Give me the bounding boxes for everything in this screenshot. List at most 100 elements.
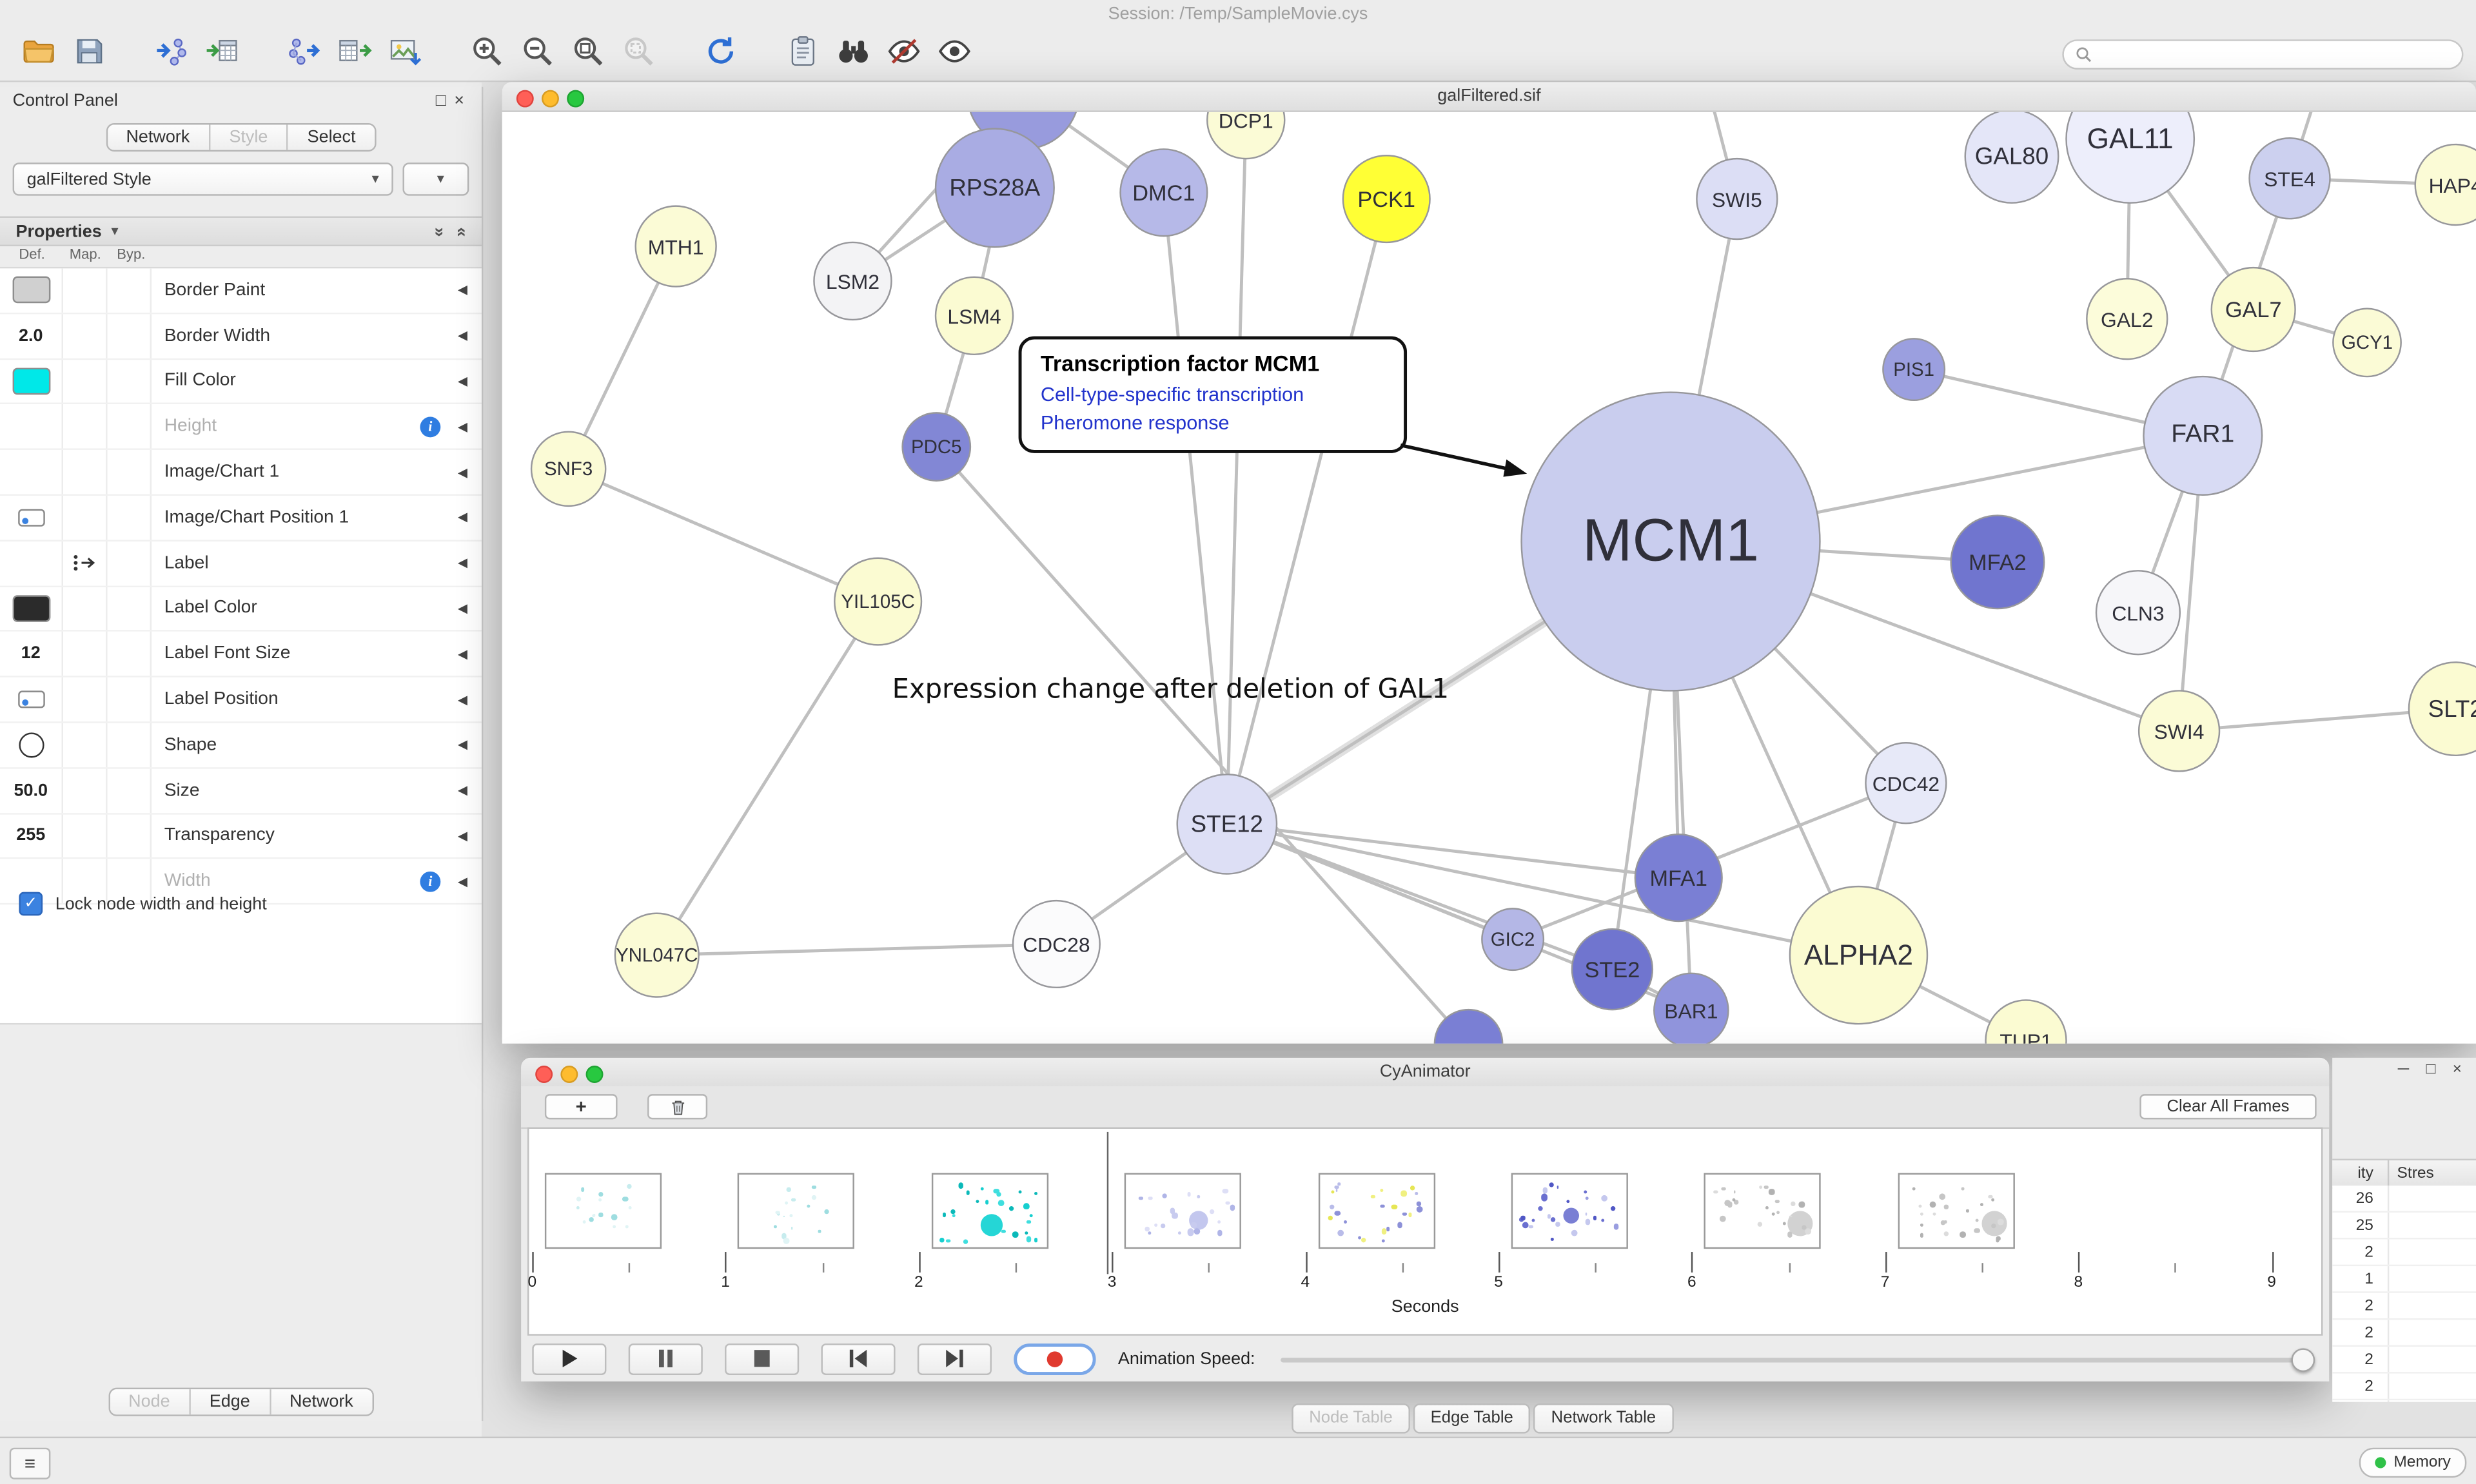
expand-arrow-icon[interactable]: ◀	[457, 647, 467, 661]
mapping-cell[interactable]	[63, 723, 108, 767]
zoom-out-button[interactable]	[511, 32, 562, 77]
default-value-cell[interactable]	[0, 359, 63, 404]
edge[interactable]	[655, 600, 879, 956]
default-value-cell[interactable]	[0, 723, 63, 767]
skip-to-end-button[interactable]	[917, 1342, 992, 1374]
close-panel-icon[interactable]: ×	[454, 92, 473, 111]
node-gcy1[interactable]: GCY1	[2332, 308, 2402, 378]
node-ste12[interactable]: STE12	[1176, 774, 1278, 875]
expand-arrow-icon[interactable]: ◀	[457, 601, 467, 616]
snapshot-button[interactable]	[777, 32, 827, 77]
tab-node-table[interactable]: Node Table	[1292, 1403, 1410, 1434]
import-network-button[interactable]	[145, 32, 195, 77]
default-value-cell[interactable]	[0, 404, 63, 449]
zoom-fit-button[interactable]	[562, 32, 613, 77]
bypass-cell[interactable]	[108, 541, 152, 585]
results-row[interactable]: 2	[2332, 1239, 2476, 1267]
bypass-cell[interactable]	[108, 632, 152, 676]
node-slt2[interactable]: SLT2	[2408, 661, 2476, 757]
tab-node[interactable]: Node	[109, 1389, 191, 1415]
node-gal11[interactable]: GAL11	[2065, 112, 2196, 204]
results-row[interactable]: 2	[2332, 1346, 2476, 1374]
node-pis1[interactable]: PIS1	[1882, 338, 1946, 402]
node-snf3[interactable]: SNF3	[530, 431, 607, 507]
export-network-button[interactable]	[278, 32, 328, 77]
bypass-cell[interactable]	[108, 723, 152, 767]
tab-select[interactable]: Select	[288, 124, 375, 150]
show-graphics-details-button[interactable]	[928, 32, 979, 77]
node-lsm2[interactable]: LSM2	[813, 241, 892, 321]
clear-all-frames-button[interactable]: Clear All Frames	[2139, 1094, 2317, 1120]
edge[interactable]	[935, 445, 1470, 1044]
close-window-icon[interactable]	[516, 89, 534, 107]
panel-menu-button[interactable]: ≡	[9, 1447, 51, 1479]
annotation-link[interactable]: Cell-type-specific transcription	[1040, 384, 1304, 406]
bypass-cell[interactable]	[108, 359, 152, 404]
results-row[interactable]: 2	[2332, 1373, 2476, 1401]
play-button[interactable]	[532, 1342, 607, 1374]
default-value-cell[interactable]	[0, 268, 63, 313]
expand-arrow-icon[interactable]: ◀	[457, 692, 467, 707]
node-dcp1[interactable]: DCP1	[1206, 112, 1286, 160]
frame-thumbnail-5[interactable]	[1511, 1173, 1628, 1249]
node-rps28a[interactable]: RPS28A	[934, 128, 1055, 248]
edge[interactable]	[1225, 120, 1248, 825]
node-ynl047c[interactable]: YNL047C	[614, 912, 700, 998]
frame-thumbnail-3[interactable]	[1125, 1173, 1242, 1249]
expand-arrow-icon[interactable]: ◀	[457, 737, 467, 752]
tab-network[interactable]: Network	[107, 124, 211, 150]
edge[interactable]	[1162, 192, 1229, 825]
mapping-cell[interactable]	[63, 313, 108, 358]
node-alpha2[interactable]: ALPHA2	[1789, 885, 1929, 1025]
node-swi4[interactable]: SWI4	[2137, 690, 2221, 772]
delete-frame-button[interactable]	[647, 1094, 708, 1120]
node-yil105c[interactable]: YIL105C	[834, 557, 923, 646]
results-row[interactable]: 26	[2332, 1186, 2476, 1213]
apply-layout-button[interactable]	[695, 32, 745, 77]
bypass-cell[interactable]	[108, 859, 152, 904]
mapping-cell[interactable]	[63, 632, 108, 676]
properties-section-header[interactable]: Properties ▾ » »	[0, 216, 482, 247]
slider-handle[interactable]	[2291, 1348, 2315, 1372]
animation-speed-slider[interactable]	[1280, 1343, 2315, 1374]
zoom-window-icon[interactable]	[585, 1064, 604, 1082]
bypass-cell[interactable]	[108, 495, 152, 540]
collapse-all-icon[interactable]: »	[451, 226, 471, 237]
style-selector[interactable]: galFiltered Style ▾	[12, 162, 393, 196]
frame-thumbnail-0[interactable]	[544, 1173, 662, 1249]
float-panel-icon[interactable]: □	[435, 92, 455, 111]
property-row-border-paint[interactable]: Border Paint◀	[0, 268, 482, 314]
add-frame-button[interactable]: +	[544, 1094, 618, 1120]
node-bar1[interactable]: BAR1	[1653, 972, 1729, 1044]
node-tup1[interactable]: TUP1	[1985, 999, 2067, 1044]
mapping-cell[interactable]	[63, 495, 108, 540]
node-ste4[interactable]: STE4	[2248, 137, 2331, 220]
save-session-button[interactable]	[63, 32, 113, 77]
results-row[interactable]: 25	[2332, 1212, 2476, 1240]
default-value-cell[interactable]: 255	[0, 814, 63, 858]
node-dmc1[interactable]: DMC1	[1119, 148, 1208, 237]
mapping-cell[interactable]	[63, 268, 108, 313]
mapping-cell[interactable]	[63, 404, 108, 449]
export-image-button[interactable]	[379, 32, 429, 77]
export-table-button[interactable]	[328, 32, 378, 77]
edge[interactable]	[656, 942, 1057, 957]
lock-checkbox[interactable]: ✓	[19, 892, 43, 916]
node-ste2[interactable]: STE2	[1571, 928, 1654, 1011]
bypass-cell[interactable]	[108, 450, 152, 494]
mapping-cell[interactable]	[63, 814, 108, 858]
mapping-cell[interactable]	[63, 450, 108, 494]
open-session-button[interactable]	[13, 32, 63, 77]
tab-network-table[interactable]: Network Table	[1533, 1403, 1674, 1434]
node-mfa2[interactable]: MFA2	[1950, 514, 2045, 610]
node-pdc5[interactable]: PDC5	[901, 412, 972, 482]
import-table-button[interactable]	[196, 32, 246, 77]
edge[interactable]	[1225, 198, 1388, 825]
expand-arrow-icon[interactable]: ◀	[457, 374, 467, 389]
results-row[interactable]: 1	[2332, 1266, 2476, 1293]
pause-button[interactable]	[628, 1342, 703, 1374]
